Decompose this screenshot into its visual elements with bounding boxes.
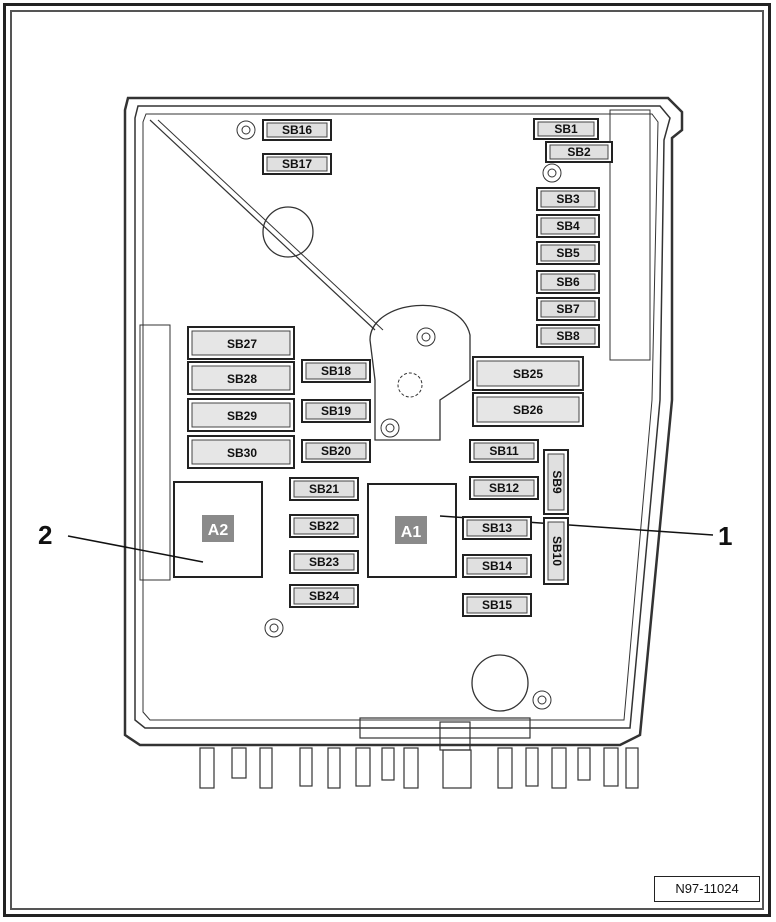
inner-frame — [10, 10, 764, 910]
fuse-sb30: SB30 — [187, 435, 295, 469]
fuse-sb24: SB24 — [289, 584, 359, 608]
fuse-sb5: SB5 — [536, 241, 600, 265]
svg-text:SB9: SB9 — [550, 470, 564, 494]
fuse-sb10: SB10 — [543, 517, 569, 585]
fuse-sb18: SB18 — [301, 359, 371, 383]
fuse-sb19: SB19 — [301, 399, 371, 423]
fuse-sb26: SB26 — [472, 392, 584, 427]
fuse-sb4: SB4 — [536, 214, 600, 238]
svg-text:SB8: SB8 — [556, 329, 580, 343]
relay-a1: A1 — [367, 483, 457, 578]
svg-text:SB22: SB22 — [309, 519, 339, 533]
fuse-sb20: SB20 — [301, 439, 371, 463]
callout-2-leader — [67, 535, 204, 563]
fuse-sb23: SB23 — [289, 550, 359, 574]
fuse-sb28: SB28 — [187, 361, 295, 395]
svg-text:SB11: SB11 — [489, 444, 519, 458]
fuse-sb21: SB21 — [289, 477, 359, 501]
svg-text:SB5: SB5 — [556, 246, 580, 260]
fuse-sb9: SB9 — [543, 449, 569, 515]
fuse-sb6: SB6 — [536, 270, 600, 294]
outer-frame — [3, 3, 771, 917]
svg-text:SB21: SB21 — [309, 482, 339, 496]
fuse-sb29: SB29 — [187, 398, 295, 432]
fuse-sb12: SB12 — [469, 476, 539, 500]
svg-text:SB10: SB10 — [550, 536, 564, 566]
document-id: N97-11024 — [654, 876, 760, 902]
svg-text:SB30: SB30 — [227, 446, 257, 460]
fuse-sb25: SB25 — [472, 356, 584, 391]
callout-1: 1 — [718, 521, 733, 551]
svg-text:SB3: SB3 — [556, 192, 580, 206]
svg-text:SB1: SB1 — [554, 122, 578, 136]
fuse-sb11: SB11 — [469, 439, 539, 463]
relay-a2: A2 — [173, 481, 263, 578]
callout-2: 2 — [38, 520, 53, 550]
svg-text:SB4: SB4 — [556, 219, 580, 233]
svg-text:SB12: SB12 — [489, 481, 519, 495]
svg-text:SB26: SB26 — [513, 403, 543, 417]
fuse-sb7: SB7 — [536, 297, 600, 321]
fuse-layer: SB16 SB17 SB1 SB2 SB3 SB4 SB5 SB6 SB7 SB… — [187, 118, 613, 617]
relay-a1-label: A1 — [401, 524, 422, 541]
svg-text:SB2: SB2 — [567, 145, 591, 159]
svg-text:SB29: SB29 — [227, 409, 257, 423]
svg-text:SB27: SB27 — [227, 337, 257, 351]
fuse-sb27: SB27 — [187, 326, 295, 360]
fuse-sb16: SB16 — [262, 119, 332, 141]
fuse-sb13: SB13 — [462, 516, 532, 540]
fuse-sb22: SB22 — [289, 514, 359, 538]
svg-text:SB18: SB18 — [321, 364, 351, 378]
fuse-sb3: SB3 — [536, 187, 600, 211]
relay-a2-label: A2 — [208, 522, 229, 539]
fuse-box-housing — [123, 96, 684, 789]
svg-text:SB17: SB17 — [282, 157, 312, 171]
fuse-sb1: SB1 — [533, 118, 599, 140]
fuse-sb15: SB15 — [462, 593, 532, 617]
svg-text:SB15: SB15 — [482, 598, 512, 612]
svg-text:SB23: SB23 — [309, 555, 339, 569]
svg-text:SB13: SB13 — [482, 521, 512, 535]
svg-text:SB19: SB19 — [321, 404, 351, 418]
svg-text:SB6: SB6 — [556, 275, 580, 289]
svg-text:SB16: SB16 — [282, 123, 312, 137]
fuse-sb8: SB8 — [536, 324, 600, 348]
svg-text:SB7: SB7 — [556, 302, 580, 316]
svg-text:SB24: SB24 — [309, 589, 339, 603]
svg-text:SB14: SB14 — [482, 559, 512, 573]
svg-text:SB28: SB28 — [227, 372, 257, 386]
svg-text:SB20: SB20 — [321, 444, 351, 458]
fuse-sb2: SB2 — [545, 141, 613, 163]
fuse-sb17: SB17 — [262, 153, 332, 175]
fuse-sb14: SB14 — [462, 554, 532, 578]
svg-text:SB25: SB25 — [513, 367, 543, 381]
